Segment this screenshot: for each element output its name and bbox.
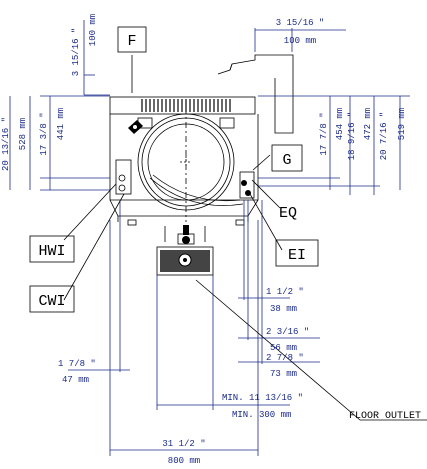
svg-text:441 mm: 441 mm [56, 108, 66, 140]
svg-text:528 mm: 528 mm [18, 118, 28, 150]
svg-text:73 mm: 73 mm [270, 369, 297, 379]
svg-text:100 mm: 100 mm [88, 14, 98, 46]
label-EQ: EQ [279, 205, 297, 222]
svg-text:HWI: HWI [38, 243, 65, 260]
svg-text:1 1/2 ": 1 1/2 " [266, 287, 304, 297]
svg-text:17 3/8 ": 17 3/8 " [39, 112, 49, 155]
svg-text:472 mm: 472 mm [363, 108, 373, 140]
svg-text:CWI: CWI [38, 293, 65, 310]
floor-outlet-label: FLOOR OUTLET [349, 411, 421, 422]
svg-text:EI: EI [288, 247, 306, 264]
svg-text:31 1/2 ": 31 1/2 " [162, 439, 205, 449]
svg-text:MIN. 11 13/16 ": MIN. 11 13/16 " [222, 393, 303, 403]
svg-text:100 mm: 100 mm [284, 36, 316, 46]
label-EI: EI [275, 239, 319, 267]
dimension-lines [9, 20, 410, 456]
svg-text:454 mm: 454 mm [335, 108, 345, 140]
svg-text:3 15/16 ": 3 15/16 " [71, 28, 81, 77]
svg-text:20 13/16 ": 20 13/16 " [1, 117, 11, 171]
leader-lines [63, 55, 427, 421]
svg-text:519 mm: 519 mm [397, 108, 407, 140]
svg-text:MIN. 300 mm: MIN. 300 mm [232, 410, 291, 420]
svg-text:47 mm: 47 mm [62, 375, 89, 385]
machine-body [109, 96, 259, 276]
label-G: G [271, 144, 303, 172]
svg-text:17 7/8 ": 17 7/8 " [319, 112, 329, 155]
svg-text:38 mm: 38 mm [270, 304, 297, 314]
svg-text:2 3/16 ": 2 3/16 " [266, 327, 309, 337]
svg-text:F: F [127, 33, 136, 50]
label-HWI: HWI [29, 235, 75, 263]
svg-text:3 15/16 ": 3 15/16 " [276, 18, 325, 28]
svg-text:2 7/8 ": 2 7/8 " [266, 353, 304, 363]
svg-text:18 9/16 ": 18 9/16 " [347, 112, 357, 161]
label-CWI: CWI [29, 285, 75, 313]
svg-text:20 7/16 ": 20 7/16 " [379, 112, 389, 161]
svg-text:EQ: EQ [279, 205, 297, 222]
svg-text:1 7/8 ": 1 7/8 " [58, 359, 96, 369]
label-F: F [117, 26, 147, 53]
svg-text:800 mm: 800 mm [168, 456, 200, 466]
svg-text:G: G [282, 152, 291, 169]
exhaust-duct [217, 54, 294, 134]
svg-text:56 mm: 56 mm [270, 343, 297, 353]
